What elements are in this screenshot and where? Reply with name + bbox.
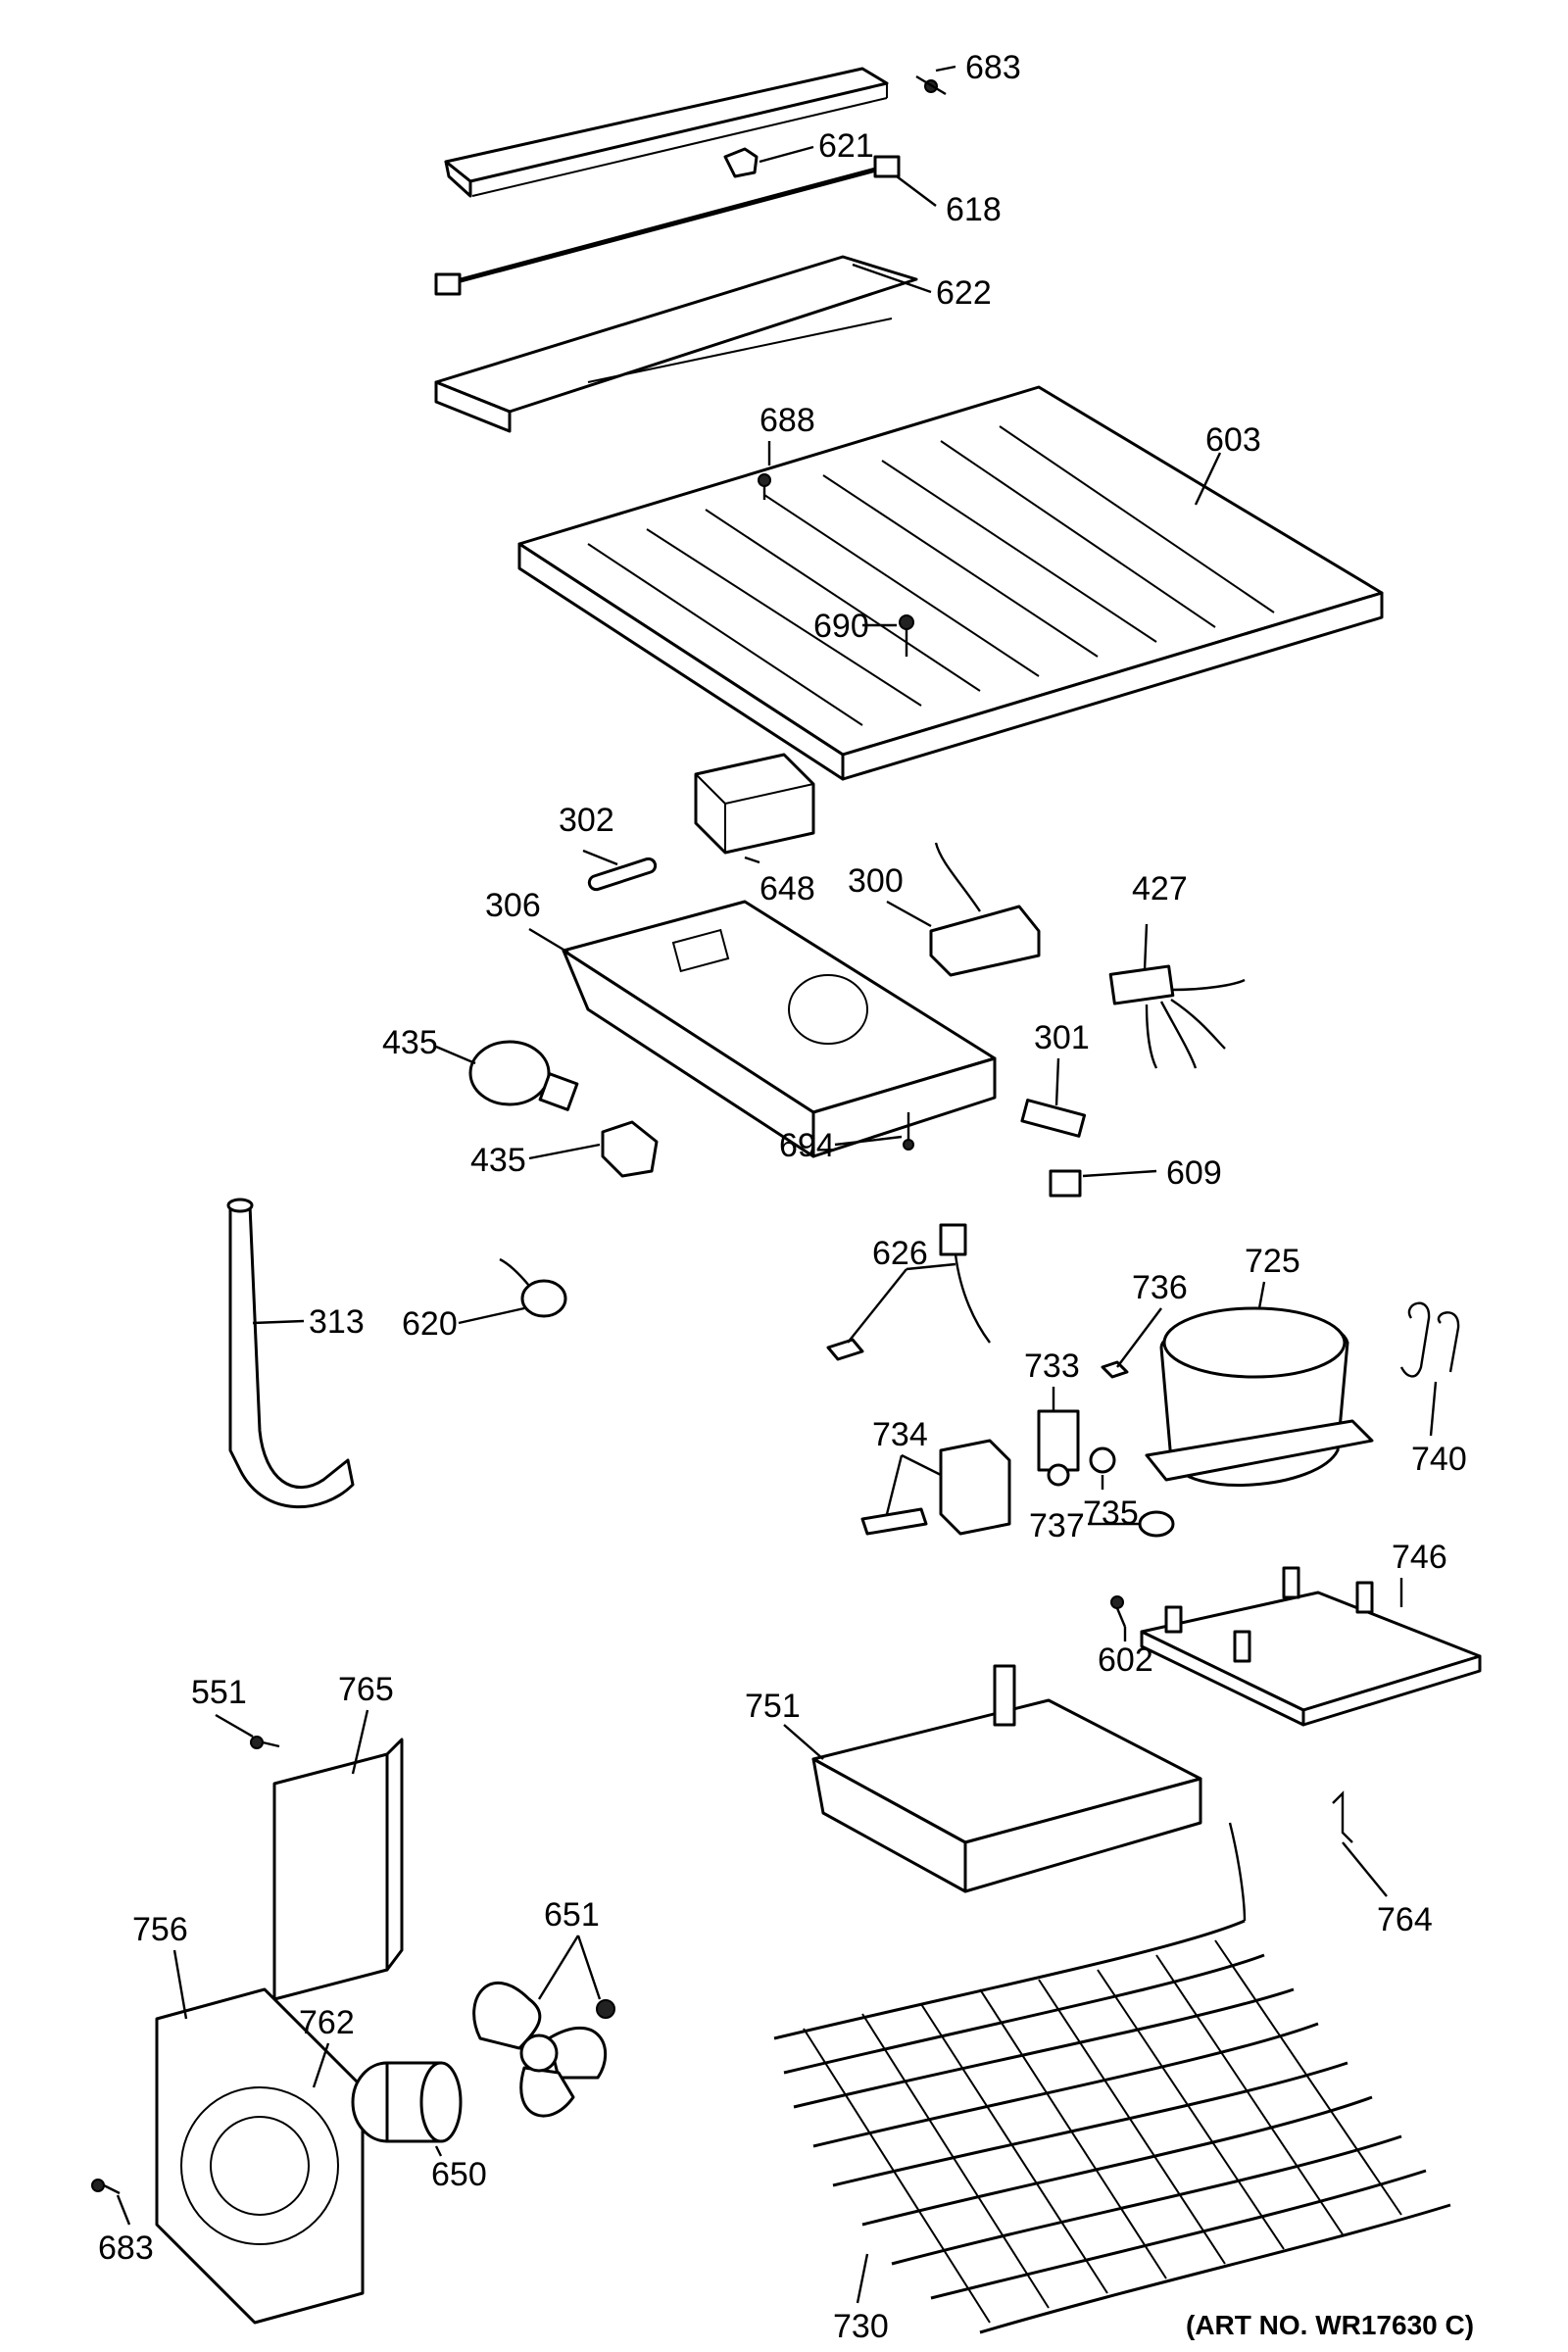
callout-labels: 683 621 618 622 688 603 690 302 648 300 … <box>98 49 1474 2345</box>
label-602: 602 <box>1098 1642 1153 1679</box>
part-602-screw <box>1110 1595 1127 1628</box>
part-694-screw <box>903 1112 914 1151</box>
part-751-drain-pan <box>811 1664 1202 1893</box>
label-622: 622 <box>936 274 992 312</box>
part-737-grommet <box>1138 1510 1175 1538</box>
label-621: 621 <box>818 127 874 165</box>
label-609: 609 <box>1166 1154 1222 1192</box>
part-688-screw <box>758 473 771 500</box>
label-740: 740 <box>1411 1441 1467 1478</box>
part-730-condenser <box>773 1822 1451 2334</box>
part-427-connector <box>1108 964 1246 1069</box>
part-551-screw <box>250 1736 280 1749</box>
part-740-hooks <box>1399 1301 1460 1378</box>
art-number: (ART NO. WR17630 C) <box>1186 2310 1474 2340</box>
part-435-socket <box>601 1120 659 1178</box>
part-626-cord <box>826 1223 991 1361</box>
label-313: 313 <box>309 1303 365 1341</box>
label-762: 762 <box>299 2004 355 2041</box>
label-736: 736 <box>1132 1269 1188 1306</box>
part-736-clip <box>1101 1360 1129 1379</box>
part-621-clip <box>723 147 759 178</box>
label-427: 427 <box>1132 870 1188 907</box>
part-301-heater <box>1020 1099 1087 1138</box>
part-725-compressor <box>1145 1306 1374 1487</box>
part-302-pin <box>587 857 658 892</box>
part-650-fan-motor <box>351 2061 463 2143</box>
part-618-rod <box>434 155 901 296</box>
label-300: 300 <box>848 862 904 900</box>
label-301: 301 <box>1034 1019 1090 1056</box>
part-622-trough <box>434 255 918 433</box>
label-756: 756 <box>132 1911 188 1948</box>
label-551: 551 <box>191 1674 247 1711</box>
leader-lines <box>116 65 1438 2304</box>
part-746-base-plate <box>1140 1566 1482 1727</box>
label-725: 725 <box>1245 1243 1300 1280</box>
part-651-fan-blade <box>472 1981 608 2118</box>
label-683-top: 683 <box>965 49 1021 86</box>
label-620: 620 <box>402 1305 458 1343</box>
label-435-socket: 435 <box>470 1142 526 1179</box>
part-765-baffle <box>272 1738 404 2001</box>
part-733-relay <box>1037 1409 1080 1487</box>
label-734: 734 <box>872 1416 928 1453</box>
label-603: 603 <box>1205 421 1261 459</box>
label-746: 746 <box>1392 1539 1447 1576</box>
label-683-bottom: 683 <box>98 2230 154 2267</box>
label-765: 765 <box>338 1671 394 1708</box>
part-609-plug <box>1049 1169 1082 1198</box>
label-733: 733 <box>1024 1348 1080 1385</box>
part-648-timer <box>694 753 815 855</box>
part-306-housing <box>562 900 997 1158</box>
label-648: 648 <box>760 870 815 907</box>
part-435-bulb <box>468 1040 579 1111</box>
label-764: 764 <box>1377 1901 1433 1938</box>
label-735: 735 <box>1083 1494 1139 1532</box>
label-690: 690 <box>813 608 869 645</box>
part-735-capacitor <box>1089 1446 1116 1474</box>
part-603-shelf <box>517 385 1384 781</box>
part-756-fan-shroud <box>155 1987 365 2325</box>
label-737: 737 <box>1029 1507 1085 1544</box>
label-751: 751 <box>745 1688 801 1725</box>
part-620-grommet <box>499 1257 567 1318</box>
label-618: 618 <box>946 191 1002 228</box>
part-734-cover <box>860 1439 1011 1536</box>
label-435-bulb: 435 <box>382 1024 438 1061</box>
label-650: 650 <box>431 2156 487 2193</box>
part-683-screw-top <box>915 74 947 96</box>
part-764-clip <box>1332 1790 1353 1843</box>
part-690-screw <box>899 614 914 657</box>
part-313-drain-tube <box>226 1198 355 1509</box>
label-302: 302 <box>559 802 614 839</box>
part-300-switch <box>929 842 1041 977</box>
label-694: 694 <box>779 1127 835 1164</box>
part-683-screw-bottom <box>91 2179 121 2195</box>
label-306: 306 <box>485 887 541 924</box>
label-626: 626 <box>872 1235 928 1272</box>
label-730: 730 <box>833 2308 889 2345</box>
label-651: 651 <box>544 1896 600 1934</box>
part-651-nut <box>596 1999 615 2019</box>
label-688: 688 <box>760 402 815 439</box>
part-621-rail <box>444 67 889 198</box>
